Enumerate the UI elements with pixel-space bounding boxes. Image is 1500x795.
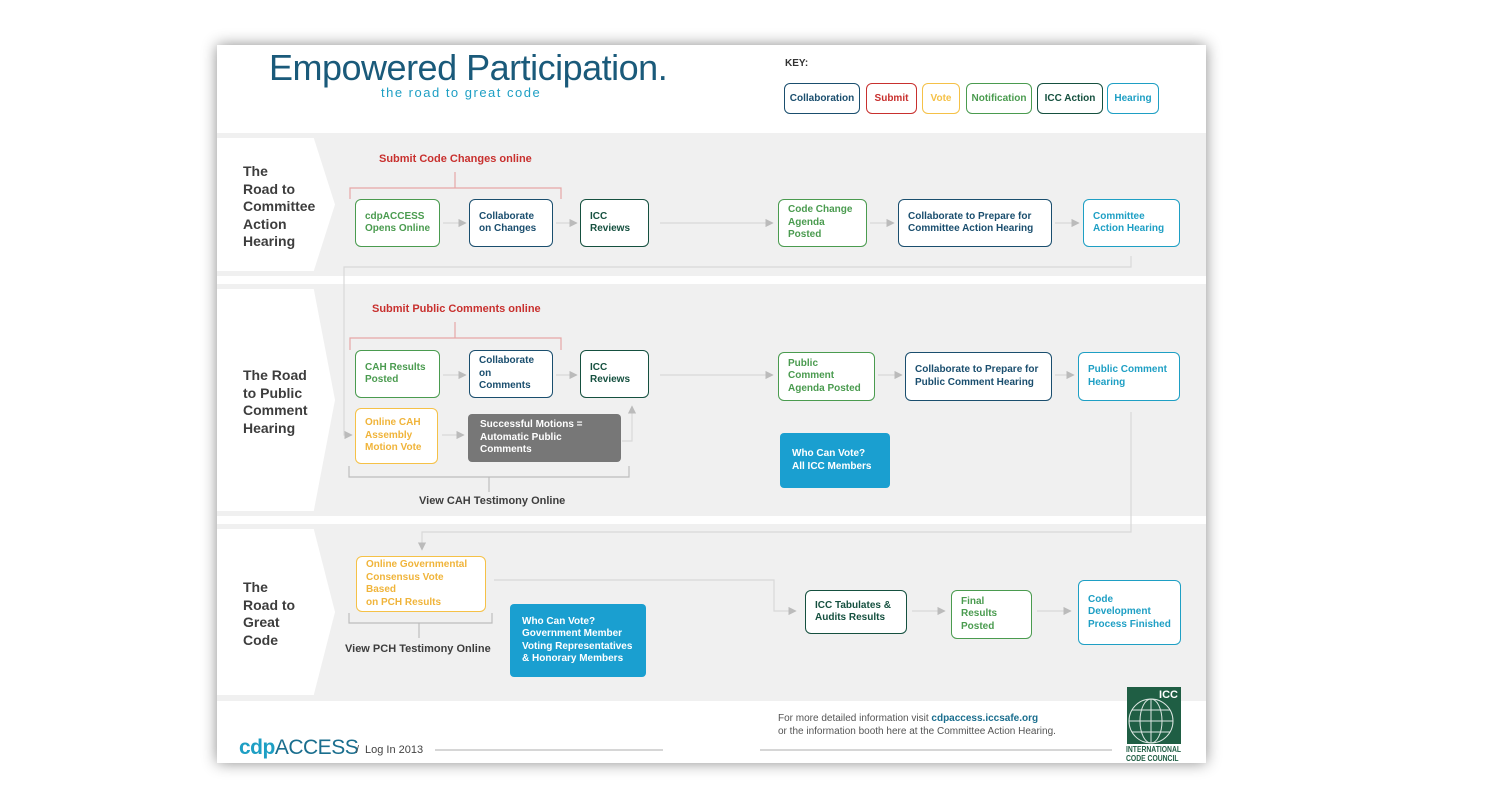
info-link[interactable]: cdpaccess.iccsafe.org xyxy=(931,713,1039,724)
committee-action-hearing-box: Committee Action Hearing xyxy=(1083,199,1180,247)
public-comment-hearing-box: Public Comment Hearing xyxy=(1078,352,1180,401)
icc-reviews-box-2: ICC Reviews xyxy=(580,350,649,398)
successful-motions-box: Successful Motions = Automatic Public Co… xyxy=(468,414,621,462)
who-can-vote-all-members: Who Can Vote? All ICC Members xyxy=(780,433,890,488)
collaborate-pch-box: Collaborate to Prepare for Public Commen… xyxy=(905,352,1052,401)
cdpaccess-logo: cdpACCESS xyxy=(239,736,359,760)
key-label: KEY: xyxy=(785,58,809,69)
view-pch-testimony-label: View PCH Testimony Online xyxy=(345,643,491,655)
brand-bold: cdp xyxy=(239,736,275,759)
info-line-2: or the information booth here at the Com… xyxy=(778,726,1056,737)
info-prefix: For more detailed information visit xyxy=(778,713,932,724)
collaborate-comments-box: Collaborate on Comments xyxy=(469,350,553,398)
cdpaccess-opens-box: cdpACCESS Opens Online xyxy=(355,199,440,247)
key-notification: Notification xyxy=(966,83,1032,114)
page-title: Empowered Participation. xyxy=(269,47,668,88)
icc-caption-2: CODE COUNCIL xyxy=(1126,754,1179,763)
collaborate-cah-box: Collaborate to Prepare for Committee Act… xyxy=(898,199,1052,247)
who-can-vote-government-members: Who Can Vote? Government Member Voting R… xyxy=(510,604,646,677)
key-vote: Vote xyxy=(922,83,960,114)
key-collaboration: Collaboration xyxy=(784,83,860,114)
code-change-agenda-box: Code Change Agenda Posted xyxy=(778,199,867,247)
submit-public-comments-label: Submit Public Comments online xyxy=(372,303,541,315)
governmental-consensus-vote-box: Online Governmental Consensus Vote Based… xyxy=(356,556,486,612)
view-cah-testimony-label: View CAH Testimony Online xyxy=(419,495,566,507)
footer-info: For more detailed information visit cdpa… xyxy=(778,712,1056,738)
globe-icon xyxy=(1128,698,1174,744)
section-label-committee: The Road to Committee Action Hearing xyxy=(243,163,316,249)
section-tag-3 xyxy=(217,529,335,695)
flow-poster: Empowered Participation. the road to gre… xyxy=(217,45,1206,763)
brand-light: ACCESS xyxy=(274,736,359,759)
final-results-box: Final Results Posted xyxy=(951,590,1032,639)
icc-logo-text: ICC xyxy=(1159,689,1178,701)
public-comment-agenda-box: Public Comment Agenda Posted xyxy=(778,352,875,401)
cah-motion-vote-box: Online CAH Assembly Motion Vote xyxy=(355,408,438,464)
login-year: Log In 2013 xyxy=(365,744,424,756)
band-great-code xyxy=(217,524,1206,701)
page-subtitle: the road to great code xyxy=(381,85,542,100)
collaborate-changes-box: Collaborate on Changes xyxy=(469,199,553,247)
icc-caption-1: INTERNATIONAL xyxy=(1126,745,1182,754)
section-tag-2 xyxy=(217,289,335,511)
section-tag-1 xyxy=(217,138,335,271)
cah-results-box: CAH Results Posted xyxy=(355,350,440,398)
key-hearing: Hearing xyxy=(1107,83,1159,114)
icc-tabulates-box: ICC Tabulates & Audits Results xyxy=(805,590,907,634)
connector-lines xyxy=(343,172,1132,751)
key-submit: Submit xyxy=(866,83,917,114)
section-label-great-code: The Road to Great Code xyxy=(243,579,296,648)
key-icc-action: ICC Action xyxy=(1037,83,1103,114)
footer-separator: / xyxy=(356,744,360,756)
icc-logo: ICC xyxy=(1127,687,1181,744)
icc-reviews-box-1: ICC Reviews xyxy=(580,199,649,247)
process-finished-box: Code Development Process Finished xyxy=(1078,580,1181,645)
submit-code-changes-label: Submit Code Changes online xyxy=(379,153,532,165)
section-label-public: The Road to Public Comment Hearing xyxy=(243,367,308,436)
